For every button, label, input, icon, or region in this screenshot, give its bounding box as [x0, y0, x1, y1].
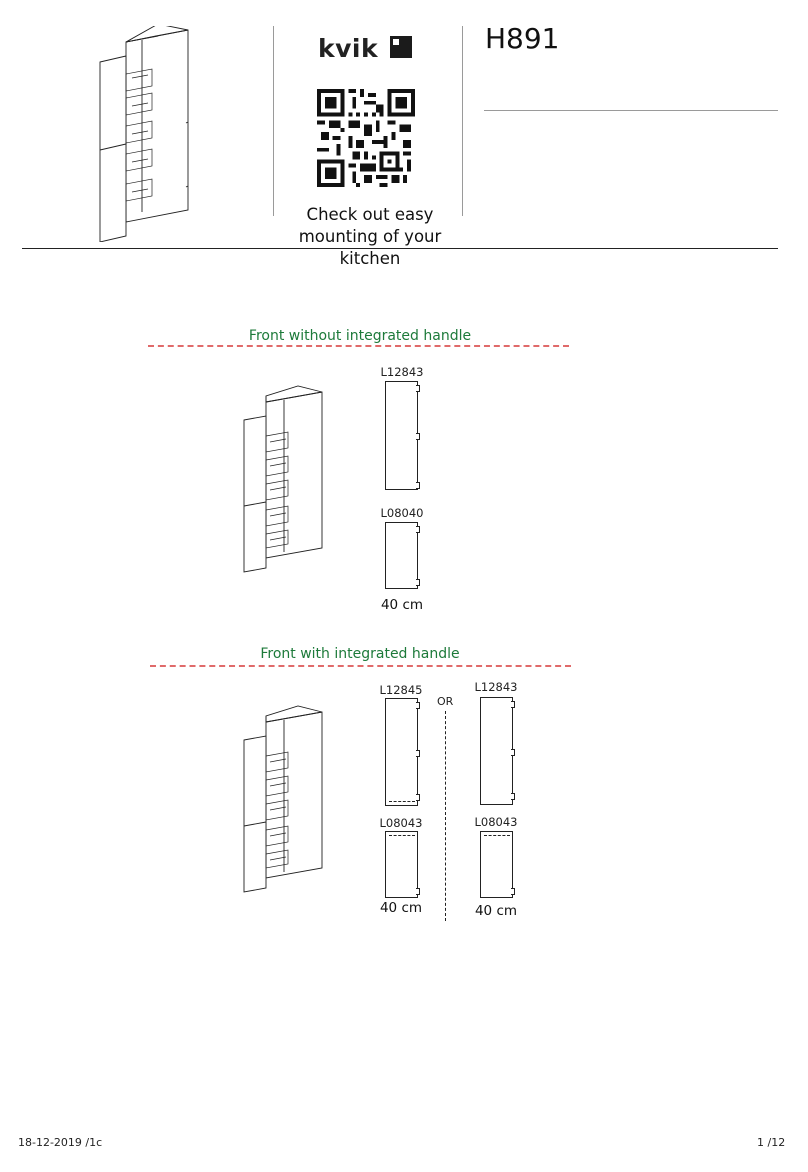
front-code-left-lower: L08043: [379, 816, 423, 830]
section-divider-without-handle: [148, 345, 569, 347]
qr-code[interactable]: [317, 89, 415, 187]
front-width-right: 40 cm: [474, 903, 518, 919]
header-divider-left: [273, 26, 274, 216]
footer-date-revision: 18-12-2019 /1c: [18, 1136, 103, 1149]
integrated-handle-icon: [389, 835, 415, 836]
model-number: H891: [485, 22, 560, 55]
cabinet-illustration-header: [99, 26, 189, 242]
qr-caption-line1: Check out easy: [306, 205, 434, 224]
front-code-lower: L08040: [380, 506, 424, 520]
door-panel-upper[interactable]: [385, 381, 420, 490]
hinge-icon: [416, 794, 420, 801]
hinge-icon: [416, 579, 420, 586]
hinge-icon: [511, 793, 515, 800]
hinge-icon: [416, 526, 420, 533]
cabinet-illustration-with-handle: [243, 705, 323, 893]
door-panel-right-upper[interactable]: [480, 697, 515, 805]
section-divider-with-handle: [150, 665, 571, 667]
front-code-left-upper: L12845: [379, 683, 423, 697]
header-rule: [22, 248, 778, 249]
hinge-icon: [416, 702, 420, 709]
model-underline: [484, 110, 778, 111]
front-code-right-lower: L08043: [474, 815, 518, 829]
cabinet-illustration-without-handle: [243, 385, 323, 573]
hinge-icon: [511, 749, 515, 756]
front-code-upper: L12843: [380, 365, 424, 379]
integrated-handle-icon: [389, 801, 415, 802]
brand-logo-mark: [390, 36, 412, 58]
qr-caption: Check out easy mounting of your kitchen: [268, 204, 472, 270]
door-panel-right-lower[interactable]: [480, 831, 515, 898]
brand-logo-text: kvik: [318, 34, 379, 63]
or-separator-label: OR: [437, 695, 454, 708]
hinge-icon: [416, 750, 420, 757]
or-separator-line: [445, 711, 446, 921]
hinge-icon: [511, 888, 515, 895]
hinge-icon: [416, 888, 420, 895]
integrated-handle-icon: [484, 835, 510, 836]
front-width-left: 40 cm: [379, 900, 423, 916]
door-panel-left-lower[interactable]: [385, 831, 420, 898]
door-panel-lower[interactable]: [385, 522, 420, 589]
footer-page-number: 1 /12: [757, 1136, 786, 1149]
header-divider-right: [462, 26, 463, 216]
hinge-icon: [416, 385, 420, 392]
qr-caption-line2: mounting of your kitchen: [298, 227, 442, 268]
hinge-icon: [511, 701, 515, 708]
section-title-without-handle: Front without integrated handle: [248, 328, 472, 344]
hinge-icon: [416, 482, 420, 489]
door-panel-left-upper[interactable]: [385, 698, 420, 806]
front-width: 40 cm: [380, 597, 424, 613]
hinge-icon: [416, 433, 420, 440]
front-code-right-upper: L12843: [474, 680, 518, 694]
section-title-with-handle: Front with integrated handle: [260, 646, 460, 662]
